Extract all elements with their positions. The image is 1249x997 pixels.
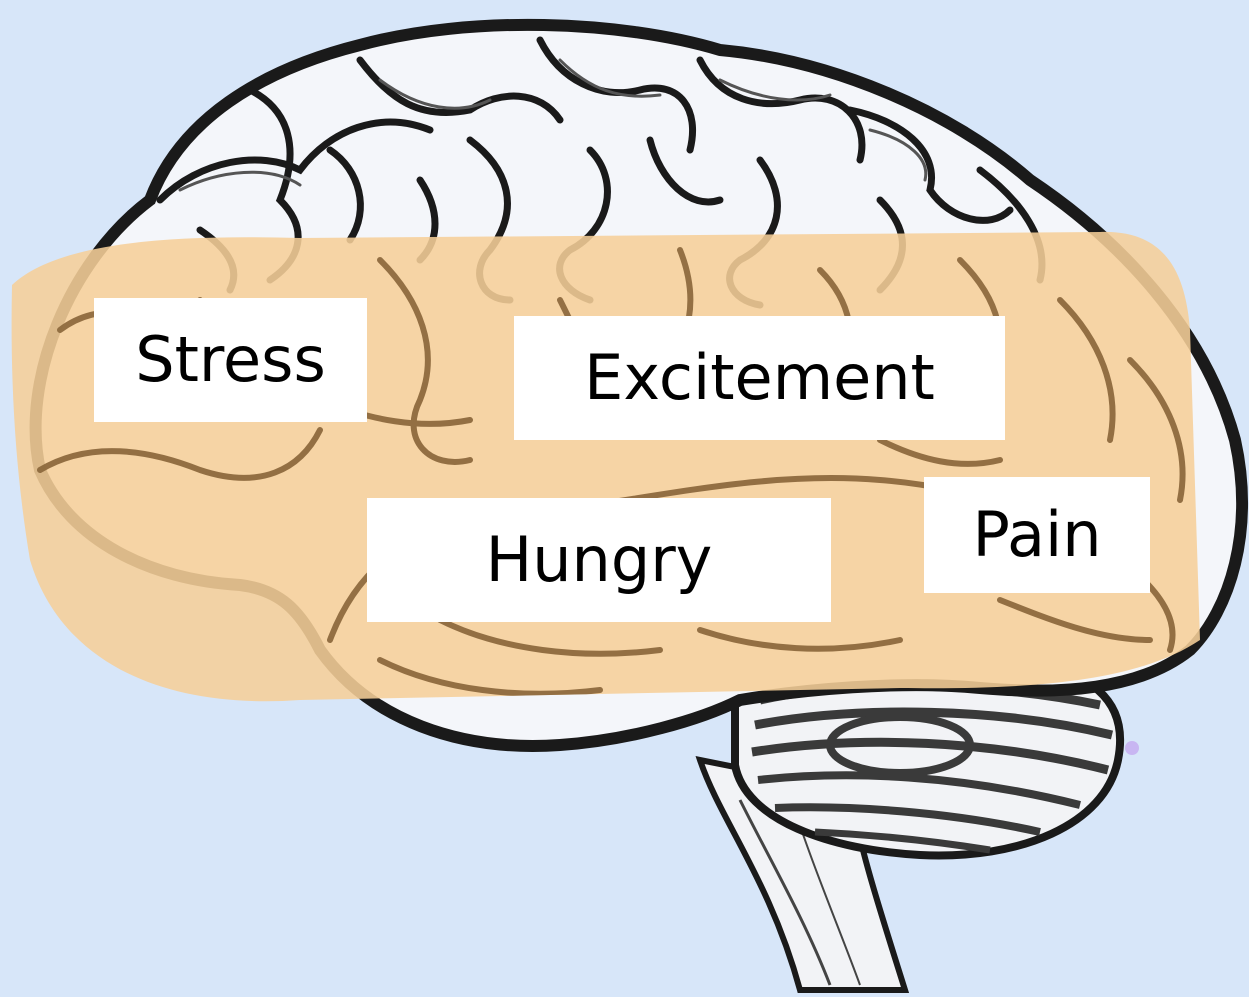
highlight-band (0, 200, 1249, 720)
label-hungry-text: Hungry (486, 529, 713, 591)
label-hungry: Hungry (367, 498, 831, 622)
label-stress: Stress (94, 298, 367, 422)
label-stress-text: Stress (135, 329, 326, 391)
label-excitement: Excitement (514, 316, 1005, 440)
label-pain: Pain (924, 477, 1150, 593)
label-pain-text: Pain (972, 504, 1101, 566)
label-excitement-text: Excitement (584, 347, 935, 409)
decorative-dot (1125, 741, 1139, 755)
